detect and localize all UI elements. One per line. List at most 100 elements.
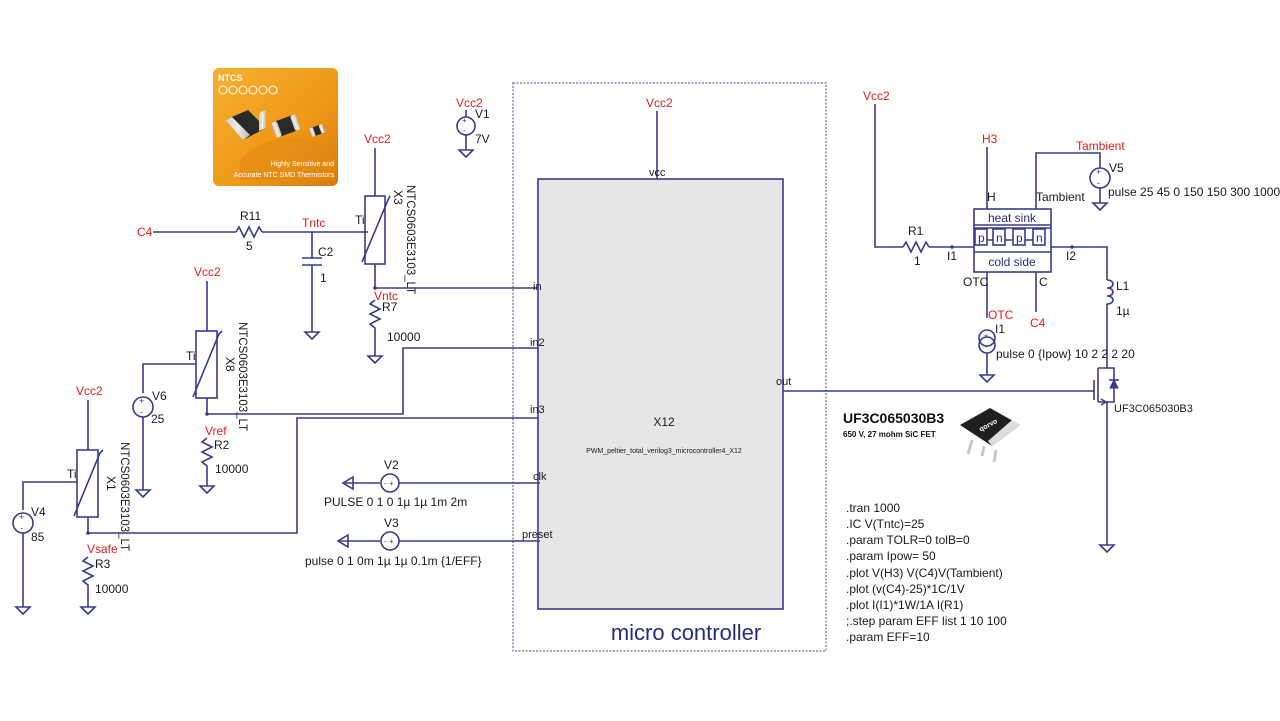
fet-ad-desc: 650 V, 27 mohm SiC FET	[843, 430, 936, 439]
directive-line[interactable]: ;.step param EFF list 1 10 100	[846, 614, 1007, 628]
clock-preset-sources: - + V2 PULSE 0 1 0 1µ 1µ 1m 2m - + V3 pu…	[305, 458, 540, 568]
directive-line[interactable]: .tran 1000	[846, 501, 900, 515]
svg-text:- +: - +	[384, 479, 394, 488]
tec-pin-tambient: Tambient	[1036, 190, 1085, 204]
vsafe-sensor-circuit: Vcc2 Ti X1 NTCS0603E3103_LT + - V4 85 Vs…	[12, 384, 540, 616]
tec-pin-i2: I2	[1066, 249, 1076, 263]
fet-ad: UF3C065030B3 650 V, 27 mohm SiC FET qorv…	[843, 408, 1020, 463]
v4-value: 85	[31, 530, 45, 544]
thermistor-x1[interactable]	[73, 449, 104, 518]
wire	[1051, 246, 1108, 280]
directive-line[interactable]: .param Ipow= 50	[846, 549, 936, 563]
fet-ad-part: UF3C065030B3	[843, 410, 944, 426]
net-label-vcc2: Vcc2	[364, 132, 391, 146]
i1-value: pulse 0 {Ipow} 10 2 2 2 20	[996, 347, 1135, 361]
directive-line[interactable]: .plot I(I1)*1W/1A I(R1)	[846, 598, 963, 612]
net-label-vntc: Vntc	[374, 289, 398, 303]
x1-pin-ti: Ti	[67, 467, 77, 481]
resistor-r7[interactable]	[368, 299, 382, 356]
ground-icon	[366, 355, 384, 365]
net-label-c4: C4	[137, 225, 153, 239]
voltage-source-v2[interactable]: - +	[380, 473, 400, 493]
thermistor-x8[interactable]	[192, 330, 223, 399]
microcontroller-block: Vcc2 vcc in in2 in3 clk preset out X12 P…	[512, 82, 827, 652]
v6-value: 25	[151, 412, 165, 426]
voltage-source-v5[interactable]: + -	[1089, 167, 1111, 189]
ground-icon	[134, 489, 152, 499]
svg-text:-: -	[1097, 178, 1100, 188]
chip-small	[309, 124, 326, 137]
directive-line[interactable]: .param EFF=10	[846, 630, 930, 644]
svg-text:+: +	[139, 396, 144, 406]
tec-cell-4: n	[1036, 231, 1043, 245]
minus-circle-icon	[218, 85, 228, 95]
peltier-tec-module[interactable]	[973, 208, 1052, 273]
wire-vsafe-in3	[87, 417, 540, 534]
ground-icon	[1098, 544, 1116, 554]
current-source-i1[interactable]: + -	[978, 329, 996, 354]
x1-model: NTCS0603E3103_LT	[118, 442, 130, 551]
ground-icon	[457, 149, 475, 159]
resistor-r11[interactable]	[235, 225, 263, 239]
v6-name: V6	[152, 389, 167, 403]
voltage-source-v4[interactable]: + -	[12, 512, 34, 534]
resistor-r2[interactable]	[200, 437, 214, 486]
v1-value: 7V	[475, 132, 490, 146]
directive-line[interactable]: .IC V(Tntc)=25	[846, 517, 925, 531]
ground-icon	[303, 331, 321, 341]
wire	[374, 264, 540, 289]
l1-name: L1	[1116, 279, 1130, 293]
r2-name: R2	[214, 438, 230, 452]
v2-value: PULSE 0 1 0 1µ 1µ 1m 2m	[324, 495, 467, 509]
resistor-r1[interactable]	[902, 240, 930, 254]
voltage-source-v1[interactable]: + -	[456, 116, 476, 136]
mc-model-name: PWM_peltier_total_verilog3_microcontroll…	[586, 448, 742, 455]
x3-name: X3	[391, 190, 405, 205]
warning-icon	[248, 85, 258, 95]
circle-dot-icon	[238, 85, 248, 95]
thermistor-x3[interactable]	[361, 195, 391, 265]
directive-line[interactable]: .param TOLR=0 tolB=0	[846, 533, 970, 547]
fet-package-image: qorvo	[960, 408, 1020, 463]
pin-vcc: vcc	[649, 167, 666, 179]
inductor-l1[interactable]	[1106, 279, 1114, 338]
pin-in2: in2	[530, 337, 545, 349]
net-label-vcc2: Vcc2	[194, 265, 221, 279]
v4-name: V4	[31, 505, 46, 519]
pin-in: in	[533, 281, 542, 293]
wire-vref-in2	[206, 347, 540, 415]
resistor-r3[interactable]	[81, 556, 95, 607]
net-label-vref: Vref	[205, 424, 227, 438]
net-label-vcc2: Vcc2	[456, 96, 483, 110]
mc-instance-name: X12	[653, 415, 675, 429]
voltage-source-v3[interactable]: - +	[380, 531, 400, 551]
tec-pin-otc: OTC	[963, 275, 989, 289]
ground-icon	[14, 606, 32, 616]
net-label-h3: H3	[982, 132, 998, 146]
ground-icon	[79, 606, 97, 616]
tec-cold-side-label: cold side	[988, 255, 1036, 269]
ad-swirl-decor	[240, 137, 335, 180]
net-label-vcc2: Vcc2	[863, 89, 890, 103]
v5-name: V5	[1109, 161, 1124, 175]
mc-x12-body[interactable]	[537, 178, 784, 610]
peltier-circuit: Vcc2 R1 1 I1 H3 H Tambient heat sink p n…	[863, 89, 1280, 554]
v3-name: V3	[384, 516, 399, 530]
voltage-source-v6[interactable]: + -	[132, 396, 154, 418]
v2-name: V2	[384, 458, 399, 472]
sic-fet-q1[interactable]	[1093, 338, 1119, 545]
ad-brand: NTCS	[218, 73, 243, 83]
ground-icon	[978, 374, 996, 384]
mc-dashed-boundary	[512, 82, 827, 652]
directive-line[interactable]: .plot (v(C4)-25)*1C/1V	[846, 582, 965, 596]
net-label-c4: C4	[1030, 316, 1046, 330]
pin-out: out	[776, 376, 791, 388]
net-label-vcc2: Vcc2	[76, 384, 103, 398]
net-label-otc: OTC	[988, 308, 1014, 322]
capacitor-c2[interactable]	[302, 232, 322, 332]
tec-pin-i1: I1	[947, 249, 957, 263]
directive-line[interactable]: .plot V(H3) V(C4)V(Tambient)	[846, 566, 1003, 580]
i1-name: I1	[995, 322, 1005, 336]
r7-name: R7	[382, 300, 398, 314]
tec-pin-h: H	[987, 190, 996, 204]
